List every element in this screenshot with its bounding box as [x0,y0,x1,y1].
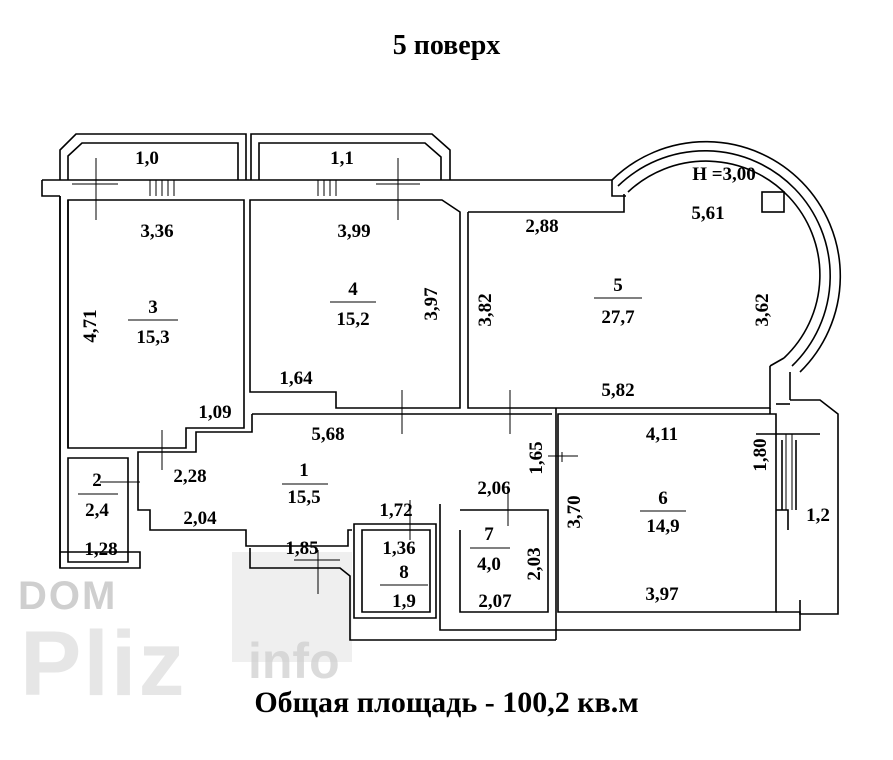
dim-room3-step: 1,09 [198,402,231,423]
watermark-block [232,552,352,662]
dim-room5-left: 3,82 [475,293,496,326]
dim-room4-top: 3,99 [337,221,370,242]
room-1-label: 1 15,5 [282,460,328,508]
room-2-number: 2 [92,470,102,491]
room-3-label: 3 15,3 [128,297,178,348]
room-6-area: 14,9 [646,516,679,537]
room-7-number: 7 [484,524,494,545]
dim-hall-1-65: 1,65 [526,441,547,474]
room-4-number: 4 [348,279,358,300]
dim-room3-top: 3,36 [140,221,173,242]
dim-room6-top: 4,11 [646,424,678,445]
room-1-area: 15,5 [287,487,320,508]
room-5-label: 5 27,7 [594,275,642,328]
room-2-label: 2 2,4 [78,470,118,521]
dim-balcony-left: 1,0 [135,148,159,169]
room-1-number: 1 [299,460,309,481]
room-8-label: 8 1,9 [380,562,428,612]
dim-room3-side: 4,71 [80,309,101,342]
room-4-label: 4 15,2 [330,279,376,330]
watermark-pliz: Pliz [20,613,187,715]
watermark-info: info [248,632,340,690]
dim-room7-side: 2,03 [524,547,545,580]
dim-room6-bottom: 3,97 [645,584,679,605]
dim-room5-top: 2,88 [525,216,558,237]
dim-room5-right: 3,62 [752,293,773,326]
room-7-area: 4,0 [477,554,501,575]
dimension-labels: 1,0 1,1 3,36 4,71 1,09 3,99 3,97 1,64 2,… [80,148,830,612]
dim-room6-left: 3,70 [564,495,585,528]
room-3-number: 3 [148,297,158,318]
total-area: Общая площадь - 100,2 кв.м [254,686,639,719]
dim-room4-side: 3,97 [421,287,442,321]
room-6-number: 6 [658,488,668,509]
room-2-area: 2,4 [85,500,109,521]
room-4-area: 15,2 [336,309,369,330]
room-3-area: 15,3 [136,327,169,348]
room-5-area: 27,7 [601,307,635,328]
outer-walls [41,133,842,641]
dim-balcony-right-side: 1,80 [750,438,771,471]
room-8-number: 8 [399,562,409,583]
window-marks [72,158,793,594]
dim-hall-top: 5,68 [311,424,344,445]
dim-balcony-right: 1,2 [806,505,830,526]
dim-hall-2-04: 2,04 [183,508,217,529]
dim-room7-bottom: 2,07 [478,591,512,612]
room-6-label: 6 14,9 [640,488,686,537]
dim-hall-2-06: 2,06 [477,478,510,499]
dim-room2-bottom: 1,28 [84,539,117,560]
dim-hall-1-72: 1,72 [379,500,412,521]
dim-room5-arc: 5,61 [691,203,724,224]
dim-room4-bottom: 1,64 [279,368,313,389]
room-8-area: 1,9 [392,591,416,612]
dim-room8-top: 1,36 [382,538,415,559]
floor-title: 5 поверх [392,30,501,61]
watermark-dom: DOM [18,574,118,618]
dim-balcony-mid: 1,1 [330,148,354,169]
dim-room5-bottom: 5,82 [601,380,634,401]
room-labels: 1 15,5 2 2,4 3 15,3 4 15,2 5 27,7 6 14,9 [78,275,686,612]
room-7-label: 7 4,0 [470,524,510,575]
room-5-number: 5 [613,275,623,296]
dim-hall-1-85: 1,85 [285,538,318,559]
dim-hall-2-28: 2,28 [173,466,206,487]
ceiling-height-label: H =3,00 [692,164,756,185]
